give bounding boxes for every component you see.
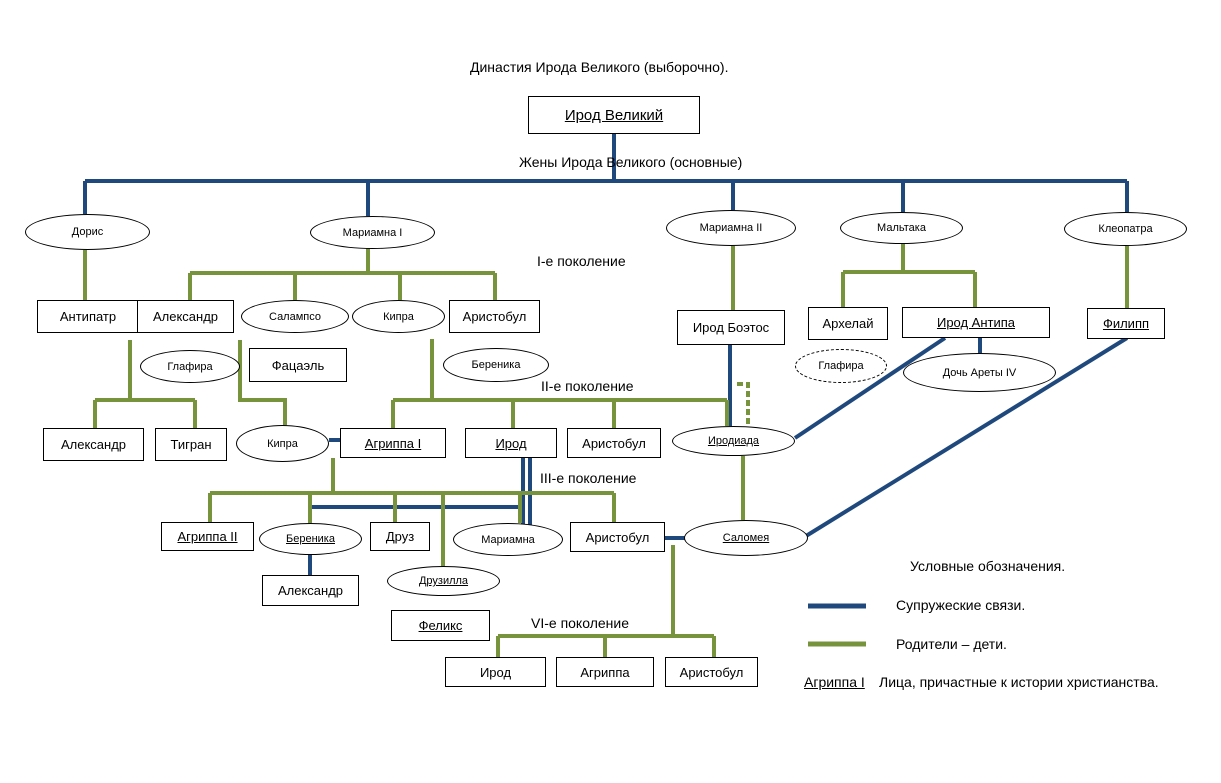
node-salome: Саломея	[684, 520, 808, 556]
generation-4-label: VI-е поколение	[531, 615, 629, 631]
generation-1-label: I-е поколение	[537, 253, 626, 269]
node-antipater: Антипатр	[37, 300, 139, 333]
node-berenice-1: Береника	[443, 348, 549, 382]
node-glaphyra-2: Глафира	[795, 349, 887, 383]
node-alexander-1: Александр	[137, 300, 234, 333]
node-herod-great: Ирод Великий	[528, 96, 700, 134]
node-aristobulus-1: Аристобул	[449, 300, 540, 333]
node-aristobulus-2: Аристобул	[567, 428, 661, 458]
node-felix: Феликс	[391, 610, 490, 641]
node-aretas-daughter: Дочь Ареты IV	[903, 353, 1056, 392]
legend-sample-name: Агриппа I	[804, 674, 865, 690]
node-aristobulus-4: Аристобул	[665, 657, 758, 687]
node-archelaus: Архелай	[808, 307, 888, 340]
legend-marital-label: Супружеские связи.	[896, 597, 1026, 613]
node-salampso: Салампсо	[241, 300, 349, 333]
legend-lines	[808, 603, 866, 647]
node-alexander-2: Александр	[43, 428, 144, 461]
generation-2-label: II-е поколение	[541, 378, 634, 394]
node-tigranes: Тигран	[155, 428, 227, 461]
node-mariamne-2: Мариамна II	[666, 210, 796, 246]
legend-parents-label: Родители – дети.	[896, 636, 1007, 652]
node-glaphyra-1: Глафира	[140, 350, 240, 383]
node-drusilla: Друзилла	[387, 566, 500, 596]
node-kypros-1: Кипра	[352, 300, 445, 333]
node-aristobulus-3: Аристобул	[570, 522, 665, 552]
node-herod-chalcis: Ирод	[465, 428, 557, 458]
node-alexander-3: Александр	[262, 575, 359, 606]
node-herod-antipas: Ирод Антипа	[902, 307, 1050, 338]
node-mariamne-1: Мариамна I	[310, 216, 435, 249]
node-herod-boethus: Ирод Боэтос	[677, 310, 785, 345]
node-cleopatra: Клеопатра	[1064, 212, 1187, 246]
node-mariamne-3: Мариамна	[453, 523, 563, 556]
node-agrippa-4: Агриппа	[556, 657, 654, 687]
node-drusus: Друз	[370, 522, 430, 551]
node-agrippa-2: Агриппа II	[161, 522, 254, 551]
node-agrippa-1: Агриппа I	[340, 428, 446, 458]
diagram-title: Династия Ирода Великого (выборочно).	[470, 59, 729, 75]
node-kypros-2: Кипра	[236, 425, 329, 462]
node-herodias: Иродиада	[672, 426, 795, 456]
wives-label: Жены Ирода Великого (основные)	[519, 154, 743, 170]
node-philip: Филипп	[1087, 308, 1165, 339]
node-doris: Дорис	[25, 214, 150, 250]
parent-child-lines	[83, 244, 1129, 657]
node-berenice-2: Береника	[259, 523, 362, 555]
legend-christian-label: Лица, причастные к истории христианства.	[879, 674, 1159, 690]
node-herod-4: Ирод	[445, 657, 546, 687]
generation-3-label: III-е поколение	[540, 470, 637, 486]
node-maltaka: Мальтака	[840, 212, 963, 244]
marital-lines	[83, 134, 1129, 575]
node-phasael: Фацаэль	[249, 348, 347, 382]
legend-title: Условные обозначения.	[910, 558, 1066, 574]
